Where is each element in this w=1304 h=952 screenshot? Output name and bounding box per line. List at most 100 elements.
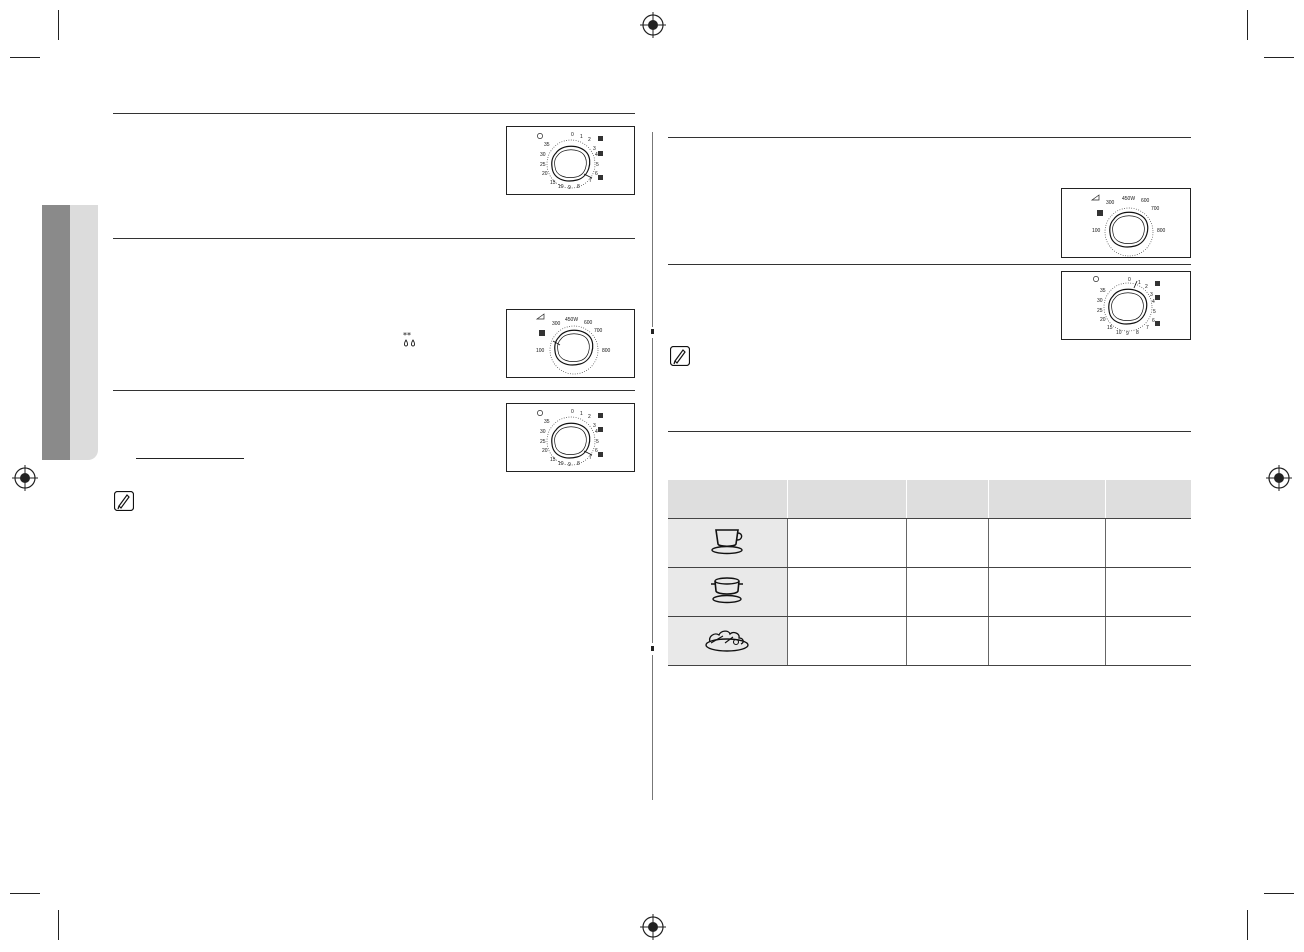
dial-label: 25 [540, 439, 546, 445]
dial-label: 15 [550, 457, 556, 463]
dial-label: 2 [588, 414, 591, 420]
timer-dial-illustration [537, 410, 603, 466]
dial-label: 20 [542, 448, 548, 454]
dial-label: 6 [595, 171, 598, 177]
crop-mark [58, 10, 59, 40]
table-icon-cell [668, 616, 787, 666]
dial-label: 0 [1128, 277, 1131, 283]
dial-label: 10 [558, 184, 564, 190]
timer-dial-panel: 0 1 2 3 4 5 6 7 8 9 35 30 25 20 15 10 [506, 126, 635, 195]
table-cell [905, 616, 988, 666]
dial-label: 6 [1152, 318, 1155, 324]
dial-label: 300 [552, 321, 561, 327]
table-cell [786, 567, 906, 617]
dial-label: 700 [594, 328, 603, 334]
power-dial-illustration [535, 313, 599, 375]
registration-mark-icon [1266, 465, 1292, 491]
cup-icon [711, 528, 743, 554]
crop-mark [10, 57, 40, 58]
dial-label: 5 [1153, 309, 1156, 315]
table-header-cell [906, 480, 989, 519]
table-header-cell [787, 480, 907, 519]
dial-label: 0 [571, 409, 574, 415]
crop-mark [1247, 10, 1248, 40]
table-cell [1104, 567, 1191, 617]
dial-label: 7 [1146, 325, 1149, 331]
crop-mark [1264, 893, 1294, 894]
table-cell [1104, 616, 1191, 666]
power-dial-panel: 100 300 450W 600 700 800 [1061, 188, 1191, 258]
crop-mark [1264, 57, 1294, 58]
dial-label: 8 [577, 461, 580, 467]
dial-label: 35 [1100, 288, 1106, 294]
dial-label: 4 [595, 429, 598, 435]
dial-label: 100 [536, 348, 545, 354]
timer-dial-panel: 0 1 2 3 4 5 6 7 8 9 35 30 25 20 15 10 [506, 403, 635, 472]
power-dial-panel: 100 300 450W 600 700 800 [506, 309, 635, 378]
dial-label: 25 [1097, 308, 1103, 314]
timer-dial-illustration [1093, 276, 1160, 332]
dial-label: 20 [542, 171, 548, 177]
section-rule [668, 137, 1191, 138]
dial-label: 15 [1107, 325, 1113, 331]
dial-label: 1 [1138, 280, 1141, 286]
section-rule [668, 264, 1191, 265]
dial-label: 600 [584, 320, 593, 326]
dial-label: 30 [540, 152, 546, 158]
table-cell [987, 518, 1105, 568]
table-row [668, 518, 1191, 568]
dial-label: 5 [596, 439, 599, 445]
dial-label: 1 [580, 134, 583, 140]
cooking-guide-table [668, 480, 1191, 666]
side-tab-dark [42, 205, 70, 460]
dial-label: 3 [593, 146, 596, 152]
table-icon-cell [668, 567, 787, 617]
crop-mark [58, 910, 59, 940]
dial-label: 9 [568, 185, 571, 191]
dial-label: 9 [1126, 331, 1129, 337]
dial-label: 20 [1100, 317, 1106, 323]
table-cell [905, 567, 988, 617]
dial-label: 450W [565, 317, 578, 323]
dial-label: 8 [1136, 330, 1139, 336]
table-icon-cell [668, 518, 787, 568]
power-dial-illustration [1090, 194, 1154, 257]
table-cell [905, 518, 988, 568]
page-divider [652, 338, 653, 643]
table-row [668, 567, 1191, 617]
note-icon [670, 346, 690, 366]
dial-label: 35 [544, 419, 550, 425]
registration-mark-icon [640, 914, 666, 940]
note-icon [114, 491, 134, 511]
bowl-icon [711, 576, 744, 603]
table-cell [987, 616, 1105, 666]
page-divider [652, 655, 653, 800]
plate-icon [705, 629, 749, 652]
defrost-icon: ** [403, 331, 415, 347]
dial-label: 9 [568, 462, 571, 468]
dial-label: 5 [596, 162, 599, 168]
timer-dial-panel: 0 1 2 3 4 5 6 7 8 9 35 30 25 20 15 10 [1061, 271, 1191, 340]
registration-mark-icon [640, 12, 666, 38]
dial-label: 8 [577, 184, 580, 190]
dial-label: 7 [589, 455, 592, 461]
dial-label: 6 [595, 448, 598, 454]
dial-label: 30 [1097, 298, 1103, 304]
dial-label: 15 [550, 180, 556, 186]
divider-marker [651, 646, 654, 651]
table-row [668, 616, 1191, 666]
table-cell [786, 518, 906, 568]
section-rule [668, 431, 1191, 432]
table-header-row [668, 480, 1191, 519]
table-cell [786, 616, 906, 666]
section-rule [113, 238, 635, 239]
dial-label: 10 [558, 461, 564, 467]
dial-label: 3 [593, 423, 596, 429]
dial-label: 700 [1151, 206, 1160, 212]
table-header-cell [988, 480, 1106, 519]
underline-rule [136, 458, 244, 459]
dial-label: 800 [1157, 228, 1166, 234]
dial-label: 100 [1092, 228, 1101, 234]
page-divider [652, 132, 653, 327]
dial-label: 2 [588, 137, 591, 143]
